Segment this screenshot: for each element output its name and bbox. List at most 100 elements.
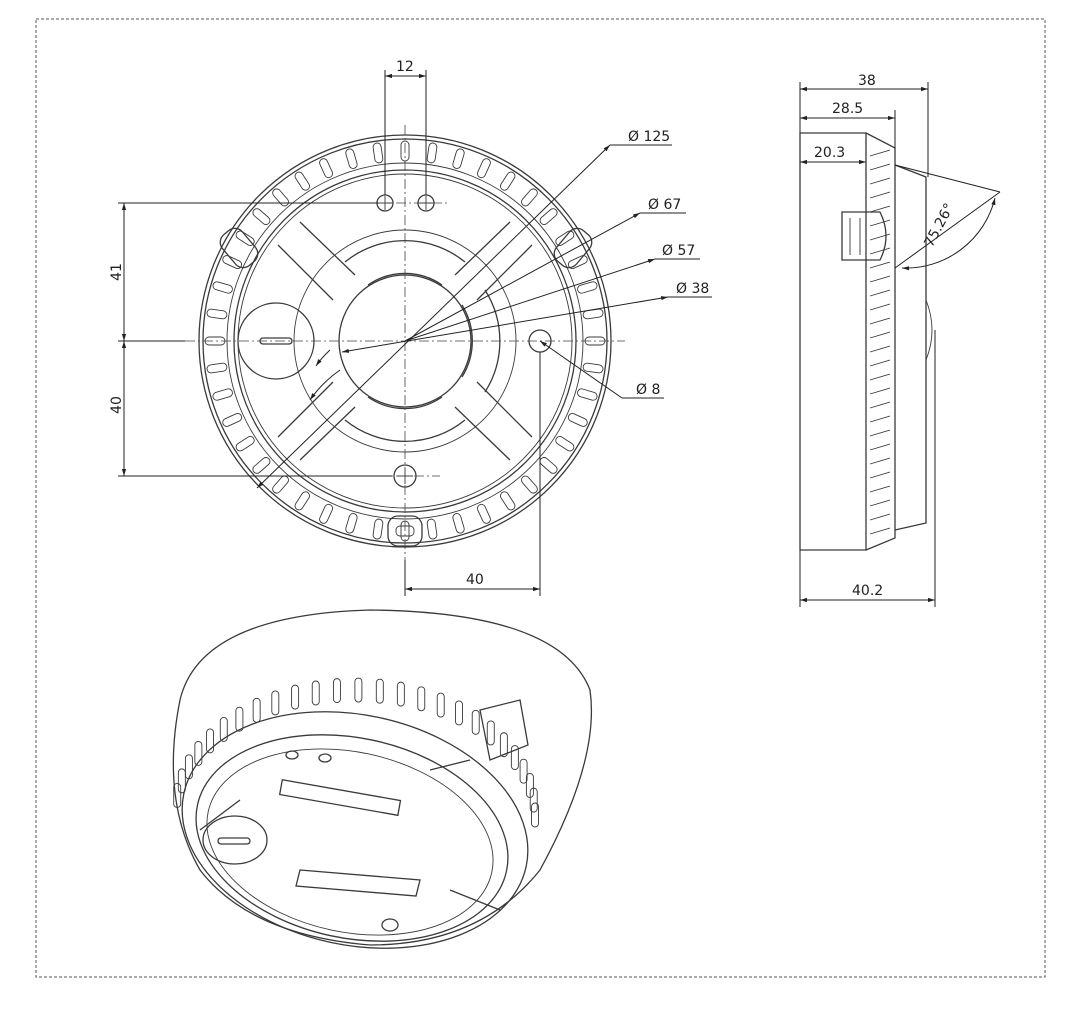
label-28-5: 28.5 — [832, 101, 863, 117]
dim-diameters: Ø 125 Ø 67 Ø 57 Ø 38 Ø 8 — [256, 129, 712, 489]
side-slot — [869, 331, 891, 339]
vent-slot — [521, 475, 538, 494]
side-slot — [869, 191, 891, 199]
side-slot — [869, 149, 891, 157]
vent-slot — [235, 436, 255, 452]
label-dia-57: Ø 57 — [662, 243, 695, 259]
iso-slot — [375, 678, 384, 704]
side-slot — [869, 527, 891, 535]
iso-slot — [510, 745, 519, 771]
vent-slot — [206, 308, 228, 320]
label-12: 12 — [396, 59, 414, 75]
vent-slot — [222, 412, 243, 427]
dim-horizontal: 40 — [404, 352, 541, 596]
iso-slot — [499, 732, 508, 758]
iso-dome — [172, 609, 593, 946]
vent-slot — [452, 148, 465, 169]
vent-slot — [345, 148, 358, 169]
side-slot — [869, 261, 891, 269]
iso-slot — [531, 802, 539, 828]
side-slot — [869, 345, 891, 353]
side-slot — [869, 303, 891, 311]
iso-hole-3 — [381, 918, 399, 932]
side-slot-band — [865, 132, 896, 551]
vent-slot — [222, 255, 243, 270]
side-slot — [869, 289, 891, 297]
vent-slot — [582, 308, 604, 320]
side-slot — [869, 177, 891, 185]
iso-slot — [311, 680, 320, 706]
vent-slot — [426, 518, 438, 540]
vent-slot — [272, 475, 289, 494]
side-slot — [869, 387, 891, 395]
iso-battery-cover — [202, 815, 268, 865]
label-20-3: 20.3 — [814, 145, 845, 161]
side-slot — [869, 457, 891, 465]
side-slot — [869, 415, 891, 423]
vent-slot — [555, 436, 575, 452]
vent-slot — [294, 171, 310, 191]
iso-slot — [173, 782, 182, 808]
side-slot — [869, 373, 891, 381]
iso-slot — [194, 740, 203, 766]
isometric-view — [172, 609, 593, 949]
label-40-vertical: 40 — [109, 396, 125, 414]
label-angle: 75.26° — [921, 201, 957, 250]
label-dia-67: Ø 67 — [648, 197, 681, 213]
vent-slot — [319, 158, 334, 179]
vent-slot — [567, 412, 588, 427]
vent-slot — [500, 491, 516, 511]
front-view: 12 Ø 125 Ø 67 Ø 57 Ø 38 Ø 8 — [109, 59, 712, 596]
vent-slot — [212, 281, 233, 294]
vent-slot — [235, 230, 255, 246]
label-dia-38: Ø 38 — [676, 281, 709, 297]
iso-clip — [479, 699, 529, 761]
vent-slot — [212, 388, 233, 401]
side-slot — [869, 443, 891, 451]
side-dome — [894, 164, 927, 531]
side-clip-lines — [849, 218, 861, 255]
side-slot — [869, 275, 891, 283]
iso-slot — [271, 690, 280, 716]
iso-slot — [291, 684, 300, 710]
iso-hole-2 — [318, 753, 332, 763]
vent-slot — [476, 158, 491, 179]
side-slot — [869, 233, 891, 241]
iso-slot — [219, 716, 228, 742]
iso-slot — [396, 681, 405, 707]
iso-arc-top — [278, 778, 402, 817]
vent-slot — [252, 208, 271, 225]
iso-hole-1 — [285, 750, 299, 760]
vent-slot — [345, 513, 358, 534]
iso-slot — [184, 754, 193, 780]
side-slot — [869, 401, 891, 409]
vent-slot — [521, 188, 538, 207]
iso-plate — [195, 734, 509, 942]
label-38: 38 — [858, 73, 876, 89]
iso-slot — [354, 677, 363, 703]
side-bump — [925, 299, 933, 361]
iso-arc-bottom — [295, 869, 421, 897]
drawing-frame — [35, 18, 1046, 978]
iso-plate-edge — [206, 748, 494, 936]
vent-slot — [319, 503, 334, 524]
iso-slot — [252, 697, 261, 723]
label-dia-125: Ø 125 — [628, 129, 670, 145]
side-slot — [869, 499, 891, 507]
vent-slot — [500, 171, 516, 191]
vent-slot — [452, 513, 465, 534]
label-40-2: 40.2 — [852, 583, 883, 599]
vent-slot — [272, 188, 289, 207]
vent-slot — [372, 518, 384, 540]
iso-rim — [181, 711, 529, 949]
iso-slot — [417, 686, 426, 712]
iso-slot — [471, 709, 480, 735]
iso-slot — [235, 706, 244, 732]
side-slot — [869, 485, 891, 493]
side-view: 38 28.5 20.3 75.26° 40.2 — [799, 73, 1001, 607]
dim-vertical: 41 40 — [109, 202, 392, 477]
side-slot — [869, 219, 891, 227]
vent-slot — [426, 142, 438, 164]
side-slots — [869, 149, 891, 535]
side-slot — [869, 247, 891, 255]
